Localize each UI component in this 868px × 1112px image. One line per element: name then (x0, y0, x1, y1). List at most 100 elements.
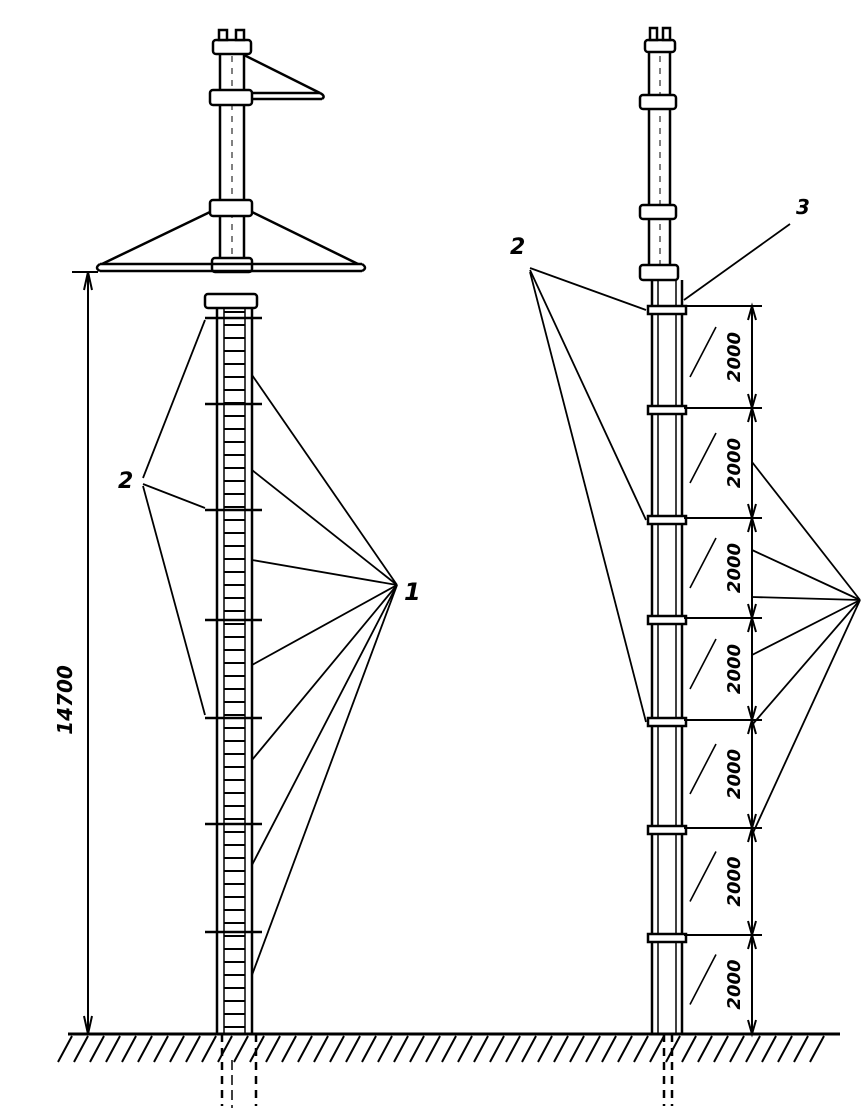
right-top-cap (643, 26, 677, 54)
hatch-stroke (329, 1035, 345, 1063)
hatch-stroke (169, 1035, 185, 1063)
hatch-stroke (89, 1035, 105, 1063)
splice-ring (646, 716, 688, 728)
ground (57, 1032, 840, 1063)
hatch-stroke (729, 1035, 745, 1063)
hatch-stroke (617, 1035, 633, 1063)
hatch-stroke (521, 1035, 537, 1063)
right-tower: 2000 2000 2000 2000 2000 2000 2000 2 3 (510, 26, 861, 1106)
dimension-arrow (747, 931, 757, 950)
hatch-stroke (793, 1035, 809, 1063)
dimension-arrow (747, 716, 757, 735)
segment-length-label: 2000 (724, 644, 745, 694)
hatch-stroke (201, 1035, 217, 1063)
hatch-stroke (713, 1035, 729, 1063)
dimension-arrow (747, 824, 757, 843)
hatch-stroke (137, 1035, 153, 1063)
right-lower-mast (650, 280, 684, 1106)
hatch-stroke (217, 1035, 233, 1063)
splice-ring (646, 932, 688, 944)
hatch-stroke (265, 1035, 281, 1063)
left-upper-mast (218, 54, 246, 262)
segment-length-label: 2000 (724, 543, 745, 593)
left-upper-crossarm (243, 53, 325, 101)
left-lower-crossarm (72, 210, 367, 273)
right-splice-rings (646, 304, 688, 944)
segment-leader (689, 851, 717, 902)
hatch-stroke (57, 1035, 73, 1063)
hatch-stroke (585, 1035, 601, 1063)
hatch-stroke (153, 1035, 169, 1063)
hatch-stroke (537, 1035, 553, 1063)
ground-hatching (57, 1035, 825, 1063)
hatch-stroke (601, 1035, 617, 1063)
right-segment-labels: 2000 2000 2000 2000 2000 2000 2000 (689, 326, 745, 1010)
right-upper-collars (638, 93, 680, 282)
hatch-stroke (297, 1035, 313, 1063)
left-tower: 14700 1 2 (53, 28, 421, 1108)
hatch-stroke (745, 1035, 761, 1063)
segment-length-label: 2000 (724, 959, 745, 1009)
hatch-stroke (505, 1035, 521, 1063)
left-top-cap (211, 28, 253, 56)
hatch-stroke (777, 1035, 793, 1063)
segment-leader (689, 638, 717, 690)
hatch-stroke (633, 1035, 649, 1063)
segment-length-label: 2000 (724, 856, 745, 906)
hatch-stroke (457, 1035, 473, 1063)
right-upper-mast (647, 52, 672, 268)
hatch-stroke (361, 1035, 377, 1063)
left-base-collar (203, 292, 259, 310)
hatch-stroke (345, 1035, 361, 1063)
hatch-stroke (185, 1035, 201, 1063)
hatch-stroke (121, 1035, 137, 1063)
left-callout-1-leaders (251, 374, 398, 976)
hatch-stroke (553, 1035, 569, 1063)
hatch-stroke (569, 1035, 585, 1063)
left-callout-2-label: 2 (118, 469, 133, 494)
segment-leader (689, 954, 717, 1005)
right-segment-dimensions (684, 302, 762, 1038)
hatch-stroke (281, 1035, 297, 1063)
hatch-stroke (441, 1035, 457, 1063)
hatch-stroke (377, 1035, 393, 1063)
hatch-stroke (233, 1035, 249, 1063)
splice-ring (646, 304, 688, 316)
left-upper-collars (208, 88, 254, 274)
left-height-label: 14700 (53, 665, 77, 735)
dimension-arrow (747, 514, 757, 533)
splice-ring (646, 824, 688, 836)
hatch-stroke (761, 1035, 777, 1063)
hatch-stroke (425, 1035, 441, 1063)
segment-leader (689, 432, 717, 484)
splice-ring (646, 614, 688, 626)
left-lattice-mast (215, 308, 258, 1108)
left-height-dimension (83, 271, 93, 1035)
segment-length-label: 2000 (724, 749, 745, 799)
dimension-arrow (747, 1019, 757, 1038)
segment-length-label: 2000 (724, 332, 745, 382)
splice-ring (646, 404, 688, 416)
hatch-stroke (313, 1035, 329, 1063)
hatch-stroke (809, 1035, 825, 1063)
dimension-arrow (747, 302, 757, 321)
hatch-stroke (697, 1035, 713, 1063)
segment-leader (689, 743, 717, 795)
dimension-arrow (747, 614, 757, 633)
left-lattice-bars (224, 311, 245, 1028)
right-callout-2-label: 2 (510, 235, 525, 260)
hatch-stroke (649, 1035, 665, 1063)
hatch-stroke (105, 1035, 121, 1063)
hatch-stroke (489, 1035, 505, 1063)
right-callout-3-label: 3 (796, 195, 810, 219)
left-splice-rings (205, 316, 262, 934)
hatch-stroke (73, 1035, 89, 1063)
left-callout-2-leaders (142, 319, 206, 716)
segment-length-label: 2000 (724, 438, 745, 488)
hatch-stroke (681, 1035, 697, 1063)
segment-leader (689, 537, 717, 589)
left-callout-1-label: 1 (404, 578, 421, 606)
right-callout-1-leaders (751, 461, 861, 836)
splice-ring (646, 514, 688, 526)
